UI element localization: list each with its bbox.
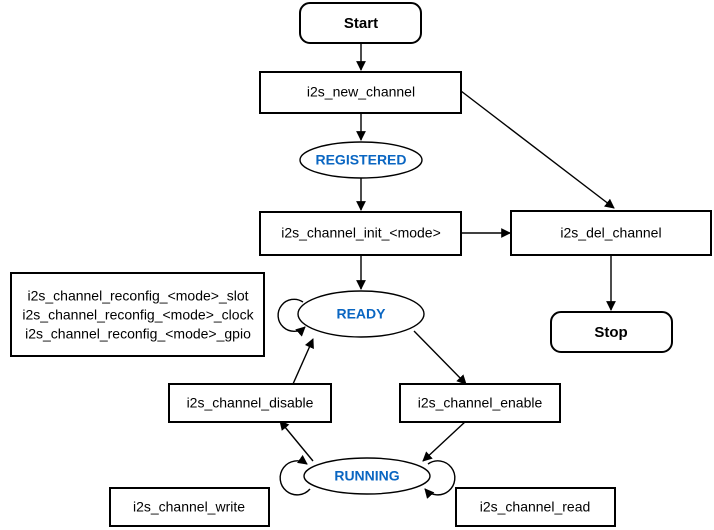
new-channel-label: i2s_new_channel bbox=[307, 84, 415, 100]
channel-reconfig-line-2: i2s_channel_reconfig_<mode>_clock bbox=[22, 307, 254, 323]
channel-reconfig-shape bbox=[10, 272, 265, 357]
node-running[interactable]: RUNNING bbox=[303, 457, 431, 495]
node-stop[interactable]: Stop bbox=[550, 311, 673, 353]
running-shape bbox=[303, 457, 431, 495]
start-shape bbox=[299, 2, 422, 44]
running-label: RUNNING bbox=[334, 468, 399, 484]
node-start[interactable]: Start bbox=[299, 2, 422, 44]
stop-label: Stop bbox=[594, 324, 627, 341]
registered-label: REGISTERED bbox=[315, 152, 406, 168]
node-channel-disable[interactable]: i2s_channel_disable bbox=[168, 383, 332, 423]
node-registered[interactable]: REGISTERED bbox=[299, 141, 423, 179]
del-channel-shape bbox=[510, 210, 712, 256]
ready-shape bbox=[297, 290, 425, 338]
channel-init-shape bbox=[259, 211, 462, 256]
channel-write-label: i2s_channel_write bbox=[133, 499, 245, 515]
channel-reconfig-line-3: i2s_channel_reconfig_<mode>_gpio bbox=[25, 326, 251, 342]
channel-disable-label: i2s_channel_disable bbox=[187, 395, 314, 411]
del-channel-label: i2s_del_channel bbox=[560, 225, 661, 241]
edge-ready-self-loop bbox=[277, 298, 306, 337]
node-channel-write[interactable]: i2s_channel_write bbox=[109, 487, 270, 527]
channel-enable-shape bbox=[399, 383, 561, 423]
node-new-channel[interactable]: i2s_new_channel bbox=[259, 71, 462, 114]
node-channel-read[interactable]: i2s_channel_read bbox=[455, 487, 616, 527]
channel-read-label: i2s_channel_read bbox=[480, 499, 591, 515]
node-del-channel[interactable]: i2s_del_channel bbox=[510, 210, 712, 256]
stop-shape bbox=[550, 311, 673, 353]
channel-reconfig-line-1: i2s_channel_reconfig_<mode>_slot bbox=[27, 288, 248, 304]
channel-read-shape bbox=[455, 487, 616, 527]
channel-disable-shape bbox=[168, 383, 332, 423]
edge-running-self-loop-left bbox=[279, 454, 311, 496]
ready-label: READY bbox=[336, 306, 386, 322]
edge-running-self-loop-right bbox=[424, 460, 456, 499]
new-channel-shape bbox=[259, 71, 462, 114]
node-ready[interactable]: READY bbox=[297, 290, 425, 338]
edge-channel-enable-to-running bbox=[422, 420, 467, 462]
channel-enable-label: i2s_channel_enable bbox=[418, 395, 543, 411]
edges-layer bbox=[277, 43, 616, 499]
registered-shape bbox=[299, 141, 423, 179]
node-channel-reconfig[interactable]: i2s_channel_reconfig_<mode>_slot i2s_cha… bbox=[10, 272, 265, 357]
start-label: Start bbox=[344, 15, 378, 32]
channel-write-shape bbox=[109, 487, 270, 527]
channel-init-label: i2s_channel_init_<mode> bbox=[281, 225, 441, 241]
edge-channel-disable-to-ready bbox=[292, 338, 314, 385]
edge-running-to-channel-disable bbox=[279, 420, 314, 462]
edge-new-channel-to-del-channel bbox=[460, 90, 615, 209]
node-channel-enable[interactable]: i2s_channel_enable bbox=[399, 383, 561, 423]
node-channel-init[interactable]: i2s_channel_init_<mode> bbox=[259, 211, 462, 256]
edge-ready-to-channel-enable bbox=[413, 330, 467, 385]
